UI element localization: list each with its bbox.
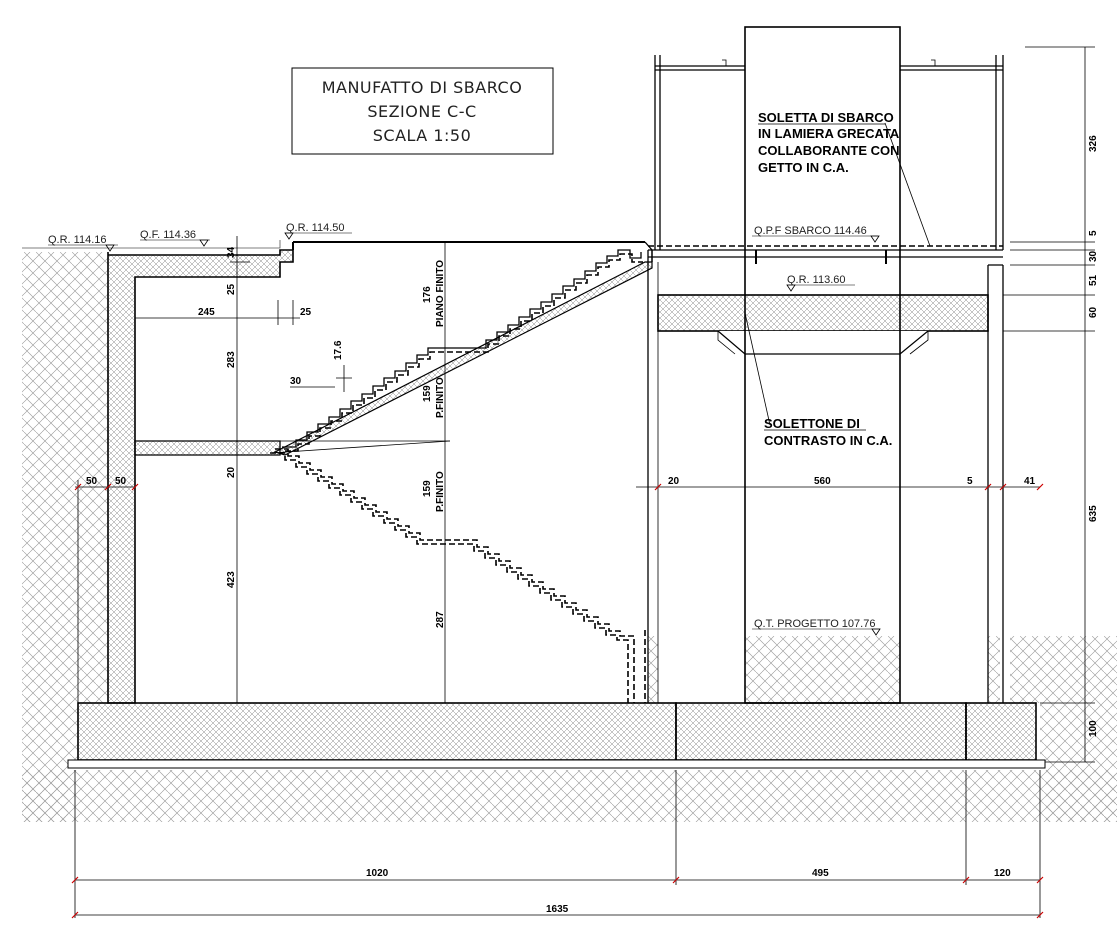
note-solettone-1: SOLETTONE DI (764, 416, 860, 431)
title-block: MANUFATTO DI SBARCO SEZIONE C-C SCALA 1:… (291, 67, 554, 155)
label-p-finito-upper: P.FINITO (435, 377, 446, 418)
upper-stair (282, 249, 643, 452)
dim-495: 495 (812, 868, 829, 879)
note-soletta-1: SOLETTA DI SBARCO (758, 110, 894, 125)
soil-hatch (22, 252, 1117, 822)
dim-50-left: 50 (86, 476, 98, 487)
dim-159-lower: 159 (422, 480, 433, 497)
dim-17-6: 17.6 (333, 340, 344, 360)
level-labels: Q.R. 114.16 Q.F. 114.36 Q.R. 114.50 Q.P.… (48, 222, 875, 630)
dim-50-right: 50 (115, 476, 127, 487)
dim-60: 60 (1088, 306, 1099, 318)
level-qr-left: Q.R. 114.16 (48, 234, 107, 246)
level-qt-progetto: Q.T. PROGETTO 107.76 (754, 618, 875, 630)
note-soletta-4: GETTO IN C.A. (758, 160, 849, 175)
dim-245: 245 (198, 307, 215, 318)
dim-635: 635 (1088, 505, 1099, 522)
level-qr-slab: Q.R. 113.60 (787, 274, 846, 286)
dim-25-horizontal: 25 (300, 307, 312, 318)
dim-41: 41 (1024, 476, 1036, 487)
note-solettone-2: CONTRASTO IN C.A. (764, 433, 892, 448)
dim-30-right: 30 (1088, 250, 1099, 262)
dim-20: 20 (226, 466, 237, 478)
dim-5: 5 (1088, 230, 1099, 236)
dim-120: 120 (994, 868, 1011, 879)
dim-100: 100 (1088, 720, 1099, 737)
frame-lines (22, 26, 1004, 704)
level-qf: Q.F. 114.36 (140, 229, 196, 241)
dimension-ticks (71, 483, 1044, 919)
title-line-3: SCALA 1:50 (373, 126, 472, 145)
dim-5-bottom: 5 (967, 476, 973, 487)
dim-326: 326 (1088, 135, 1099, 152)
dim-34: 34 (226, 246, 237, 258)
concrete-structure (67, 249, 1046, 769)
note-soletta-3: COLLABORANTE CON (758, 143, 900, 158)
lower-stair (270, 440, 646, 703)
dim-25-vertical: 25 (226, 283, 237, 295)
dim-560: 560 (814, 476, 831, 487)
dim-1635: 1635 (546, 904, 569, 915)
level-qpf-sbarco: Q.P.F SBARCO 114.46 (754, 225, 867, 237)
dim-1020: 1020 (366, 868, 389, 879)
level-markers (105, 232, 881, 636)
dim-30-step: 30 (290, 376, 302, 387)
notes: SOLETTA DI SBARCO IN LAMIERA GRECATA COL… (758, 110, 900, 448)
dim-20-right: 20 (668, 476, 680, 487)
dimension-labels: 34 25 245 25 283 176 PIANO FINITO 17.6 3… (86, 135, 1099, 915)
dim-423: 423 (226, 571, 237, 588)
level-qr-top: Q.R. 114.50 (286, 222, 345, 234)
dim-176: 176 (422, 286, 433, 303)
title-line-1: MANUFATTO DI SBARCO (322, 78, 523, 97)
dimension-lines (48, 46, 1095, 918)
dim-283: 283 (226, 351, 237, 368)
title-line-2: SEZIONE C-C (367, 102, 476, 121)
dim-159-upper: 159 (422, 385, 433, 402)
dim-287: 287 (435, 611, 446, 628)
dim-51: 51 (1088, 274, 1099, 286)
label-p-finito-lower: P.FINITO (435, 471, 446, 512)
label-piano-finito: PIANO FINITO (435, 260, 446, 327)
note-soletta-2: IN LAMIERA GRECATA (758, 126, 900, 141)
